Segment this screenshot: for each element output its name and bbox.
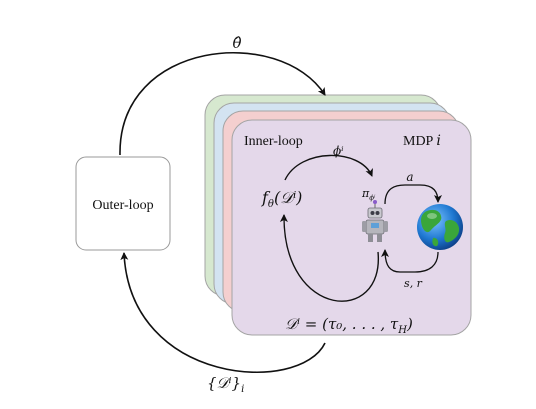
adaptation-function-label: fθ(𝒟ⁱ) (261, 188, 302, 210)
dataset-collection-arrow (279, 214, 379, 302)
inner-loop-label: Inner-loop (244, 134, 303, 149)
action-label: a (406, 170, 413, 184)
dataset-set-label: {𝒟ⁱ}i (207, 374, 244, 395)
theta-update-arrow (119, 52, 326, 156)
state-reward-label: s, r (404, 277, 423, 290)
mdp-label: MDP i (403, 133, 441, 149)
policy-label: πϕⁱ (361, 187, 376, 202)
policy-params-arrow (284, 154, 373, 181)
robot-icon (362, 200, 388, 242)
mdp-card-front (231, 119, 472, 336)
state-reward-arrow (381, 249, 439, 273)
phi-label: ϕⁱ (333, 144, 344, 158)
dataset-return-arrow (120, 252, 326, 374)
action-arrow (384, 184, 442, 205)
dataset-label: 𝒟ⁱ = (τ₀, . . . , τH) (285, 315, 413, 336)
outer-loop-box (75, 156, 171, 251)
theta-hat-label: θ̂ (232, 34, 241, 52)
outer-loop-label: Outer-loop (92, 198, 153, 213)
earth-globe-icon (417, 204, 463, 250)
